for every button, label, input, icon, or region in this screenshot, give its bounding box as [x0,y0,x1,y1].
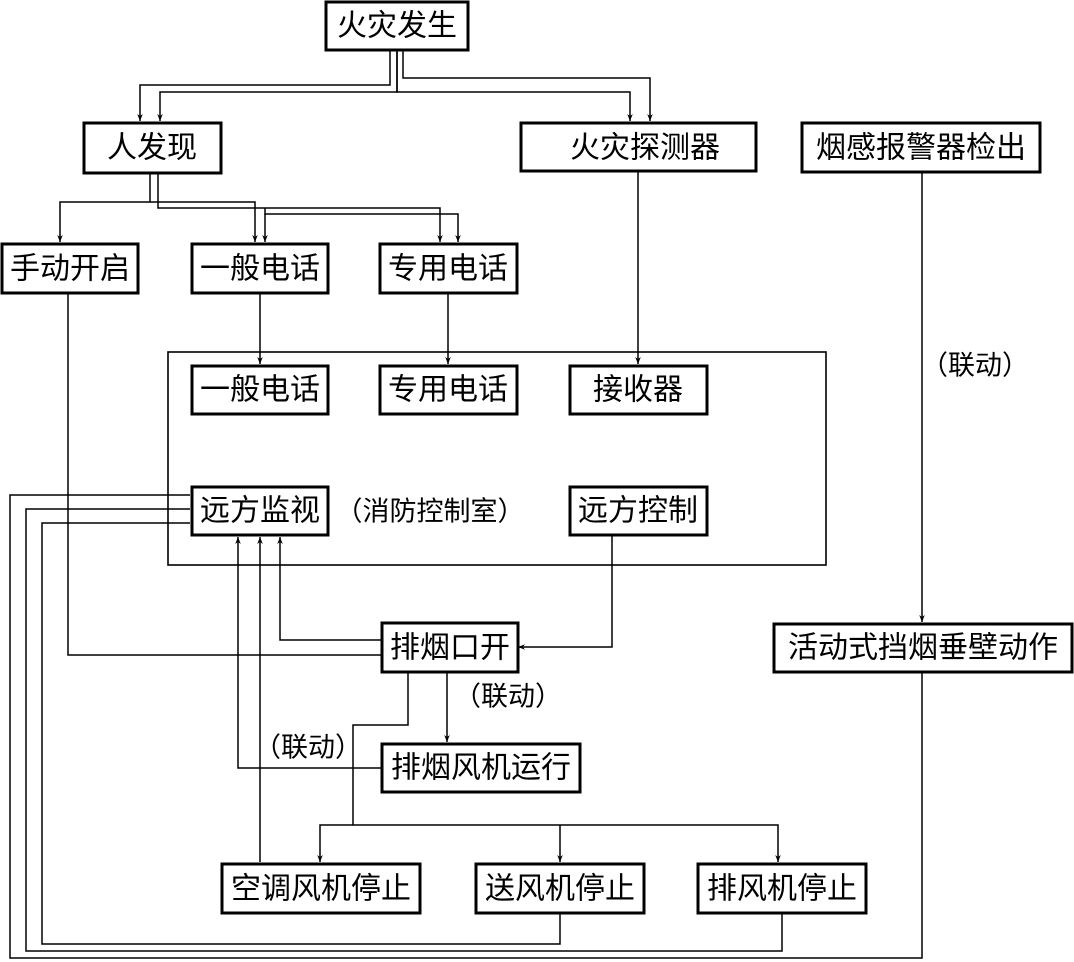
svg-text:空调风机停止: 空调风机停止 [231,872,411,907]
svg-text:专用电话: 专用电话 [388,252,508,287]
svg-text:远方监视: 远方监视 [200,494,320,529]
node-manual-open: 手动开启 [0,242,140,295]
svg-text:专用电话: 专用电话 [388,373,508,408]
svg-text:烟感报警器检出: 烟感报警器检出 [816,131,1026,166]
note-control-room: （消防控制室） [336,497,525,528]
node-fire-detector: 火灾探测器 [519,121,758,173]
svg-text:远方控制: 远方控制 [578,494,698,529]
node-smoke-barrier-action: 活动式挡烟垂壁动作 [772,622,1074,674]
svg-text:一般电话: 一般电话 [200,373,320,408]
node-smoke-vent-open: 排烟口开 [380,621,520,674]
svg-text:火灾发生: 火灾发生 [337,9,457,44]
node-dedicated-phone: 专用电话 [378,242,519,295]
node-smoke-fan-run: 排烟风机运行 [380,742,582,794]
node-remote-control: 远方控制 [568,485,709,537]
control-room-frame [167,351,827,566]
svg-text:活动式挡烟垂壁动作: 活动式挡烟垂壁动作 [788,631,1058,666]
svg-text:接收器: 接收器 [593,373,683,408]
note-linkage-vent-fan: （联动） [454,682,562,713]
svg-text:人发现: 人发现 [107,131,197,166]
svg-text:火灾探测器: 火灾探测器 [570,131,720,166]
svg-text:排烟口开: 排烟口开 [390,631,510,666]
note-linkage-fan-monitor: （联动） [254,733,362,764]
node-exhaust-fan-stop: 排风机停止 [696,862,868,915]
svg-text:一般电话: 一般电话 [200,252,320,287]
node-receiver: 接收器 [568,364,709,416]
node-smoke-alarm-detect: 烟感报警器检出 [800,121,1042,174]
note-linkage-smoke-alarm: （联动） [921,351,1029,382]
node-fire-occurs: 火灾发生 [324,0,470,52]
node-ac-fan-stop: 空调风机停止 [220,862,422,915]
svg-text:排风机停止: 排风机停止 [707,872,857,907]
node-human-discovery: 人发现 [82,121,223,175]
connectors [9,50,925,959]
node-remote-monitor: 远方监视 [190,485,330,537]
node-supply-fan-stop: 送风机停止 [474,862,646,915]
svg-text:手动开启: 手动开启 [10,252,130,287]
svg-text:送风机停止: 送风机停止 [485,872,635,907]
node-general-phone-room: 一般电话 [190,364,330,416]
svg-text:排烟风机运行: 排烟风机运行 [391,751,571,786]
node-dedicated-phone-room: 专用电话 [378,364,519,416]
node-general-phone: 一般电话 [190,242,330,295]
